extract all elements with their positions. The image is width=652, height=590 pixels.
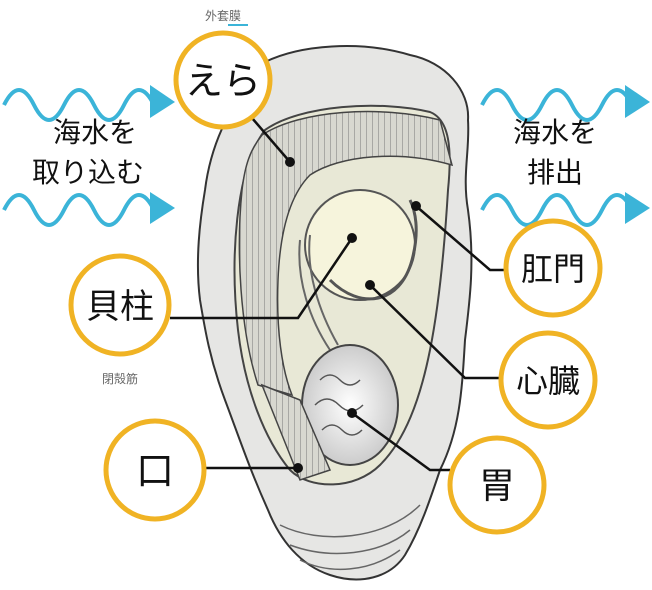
adductor-label: 貝柱	[86, 287, 154, 327]
heart-label: 心臓	[516, 362, 580, 400]
stomach-label: 胃	[479, 466, 515, 507]
adductor-label-circle	[68, 253, 172, 357]
intake-arrow-icon	[150, 192, 175, 224]
anus-label: 肛門	[521, 250, 585, 288]
leader-dots	[285, 157, 421, 473]
intake-arrow-icon	[150, 85, 175, 118]
heart-label-circle	[498, 330, 598, 430]
mouth-label-circle	[103, 418, 207, 522]
mantle-label: 外套膜	[205, 9, 241, 23]
intestine-shape	[298, 234, 339, 351]
outflow-waves	[480, 88, 634, 227]
anus-label-circle	[503, 218, 603, 318]
outflow-text-1: 海水を	[513, 116, 597, 149]
intake-text-2: 取り込む	[32, 156, 144, 189]
outflow-arrow-icon	[625, 192, 650, 224]
intake-text-1: 海水を	[53, 116, 137, 149]
outflow-arrow-icon	[625, 85, 650, 118]
mouth-label: 口	[136, 449, 174, 493]
mouth-shape	[260, 383, 332, 481]
gill-label-circle	[173, 30, 273, 130]
outflow-text-2: 排出	[527, 156, 583, 189]
stomach-detail	[314, 374, 364, 436]
leader-lines	[170, 117, 505, 472]
adductor-sub-label: 閉殻筋	[102, 371, 138, 386]
intake-waves	[2, 88, 156, 227]
gill-label: えら	[185, 59, 261, 103]
stomach-label-circle	[447, 435, 547, 535]
shell-ridges	[279, 504, 421, 570]
gill-shape	[238, 110, 454, 397]
heart-shape	[328, 199, 418, 301]
